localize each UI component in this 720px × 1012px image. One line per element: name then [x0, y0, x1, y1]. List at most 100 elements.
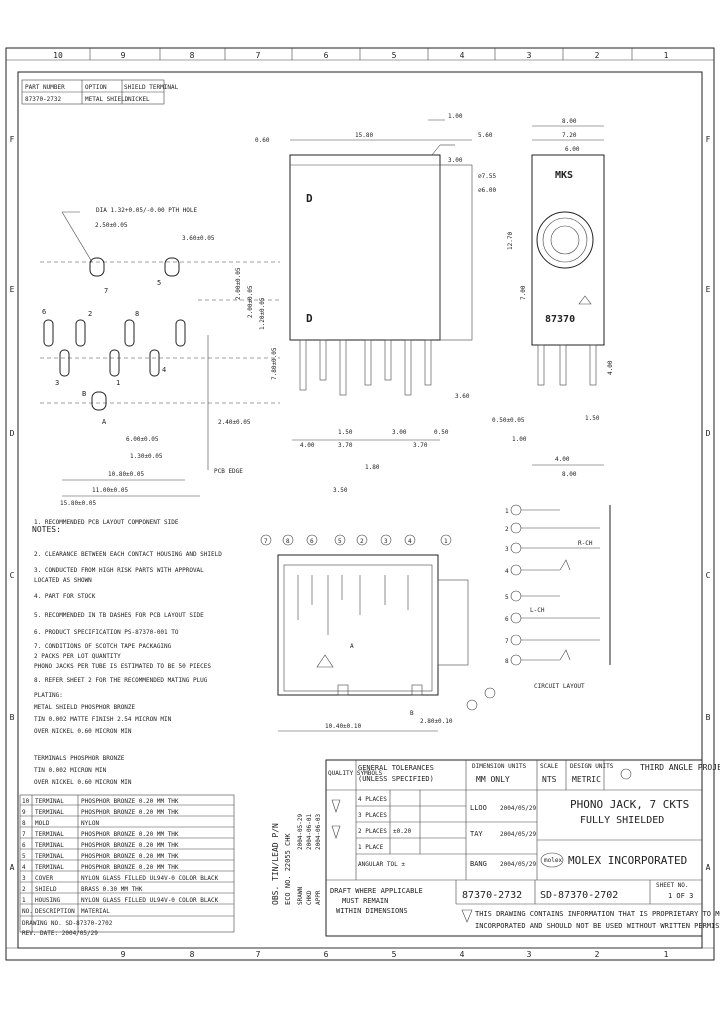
drawing-label: 2004/05/29 — [500, 831, 537, 838]
drawing-label: 2. CLEARANCE BETWEEN EACH CONTACT HOUSIN… — [34, 551, 222, 558]
drawing-label: PHOSPHOR BRONZE 0.20 MM THK — [81, 842, 179, 849]
zone-col-8: 8 — [190, 51, 195, 60]
drawing-label: 6 — [310, 538, 314, 545]
drawing-label: 2004/05/29 — [500, 861, 537, 868]
drawing-label: 2 — [360, 538, 364, 545]
pcb-dim-780: 7.80±0.05 — [271, 347, 278, 380]
drawing-label: PHOSPHOR BRONZE 0.20 MM THK — [81, 809, 179, 816]
zone-col-3: 3 — [527, 51, 532, 60]
drawing-label: MOLD — [35, 820, 50, 827]
drawing-label: 4. PART FOR STOCK — [34, 593, 96, 600]
drawing-label: OVER NICKEL 0.60 MICRON MIN — [34, 728, 132, 735]
drawing-label: WITHIN DIMENSIONS — [336, 907, 408, 915]
zone-columns-top: 10 9 8 7 6 5 4 3 2 1 — [53, 48, 669, 60]
zone-row-e-left: E — [10, 285, 15, 294]
drawing-label: NTS — [542, 775, 557, 784]
drawing-label: A — [706, 863, 711, 872]
product-title: PHONO JACK, 7 CKTS — [570, 798, 689, 811]
drawing-label: 8 — [22, 820, 26, 827]
zone-row-b-left: B — [10, 713, 15, 722]
drawing-label: DESIGN UNITS — [570, 763, 614, 770]
drawing-label: 1.80 — [365, 464, 380, 471]
option-value-shield: NICKEL — [128, 96, 150, 103]
circuit-pin-6: 6 — [505, 616, 509, 623]
pcb-pin-1: 1 — [116, 379, 120, 387]
zone-col-6: 6 — [324, 51, 329, 60]
title-block: QUALITY SYMBOLS GENERAL TOLERANCES (UNLE… — [325, 759, 720, 937]
drawing-label: 1.50 — [338, 429, 353, 436]
front-dim-dia-755: ∅7.55 — [478, 173, 496, 180]
pcb-edge-label: PCB EDGE — [214, 468, 243, 475]
drawing-label: F — [706, 135, 711, 144]
drawing-label: APPR — [315, 890, 322, 905]
drawing-label: 0.50 — [434, 429, 449, 436]
pcb-dim-120: 1.20±0.05 — [259, 297, 266, 330]
drawing-label: TIN 0.002 MICRON MIN — [34, 767, 107, 774]
drawing-label: GENERAL TOLERANCES — [358, 764, 434, 772]
drawing-label: 3 — [384, 538, 388, 545]
front-brand: MKS — [555, 170, 573, 181]
zone-col-10: 10 — [53, 51, 63, 60]
sheet-number: 1 OF 3 — [668, 892, 693, 900]
dim-15-80: 15.80 — [355, 132, 373, 139]
dim-0-60: 0.60 — [255, 137, 270, 144]
drawing-label: 4.00 — [300, 442, 315, 449]
drawing-label: D — [706, 429, 711, 438]
drawing-label: PHOSPHOR BRONZE 0.20 MM THK — [81, 798, 179, 805]
drawing-label: 8 — [190, 950, 195, 959]
front-dim-6: 6.00 — [565, 146, 580, 153]
pcb-dim-360: 3.60±0.05 — [182, 235, 215, 242]
option-header-shield: SHIELD TERMINAL — [124, 84, 179, 91]
front-dim-4b: 4.00 — [555, 456, 570, 463]
pcb-layout: DIA 1.32+0.05/-0.00 PTH HOLE 7 5 6 2 8 4… — [40, 207, 280, 507]
zone-col-2: 2 — [595, 51, 600, 60]
drawing-label: 7 — [256, 950, 261, 959]
drawing-label: 5 — [338, 538, 342, 545]
drawing-label: 1 — [664, 950, 669, 959]
dim-3-00: 3.00 — [448, 157, 463, 164]
circuit-label-rch: R-CH — [578, 540, 593, 547]
pcb-pin-2: 2 — [88, 310, 92, 318]
notes-heading: NOTES: — [32, 525, 61, 534]
zone-row-d-left: D — [10, 429, 15, 438]
front-dim-8: 8.00 — [562, 118, 577, 125]
drawing-label: PHOSPHOR BRONZE 0.20 MM THK — [81, 831, 179, 838]
drawing-label: PHOSPHOR BRONZE 0.20 MM THK — [81, 853, 179, 860]
drawing-label: 4 — [460, 950, 465, 959]
drawing-label: NO. — [22, 908, 33, 915]
bom-table: 10 TERMINAL PHOSPHOR BRONZE 0.20 MM THK … — [19, 794, 235, 937]
drawing-label: PHONO JACKS PER TUBE IS ESTIMATED TO BE … — [34, 663, 211, 670]
drawing-label: DRAFT WHERE APPLICABLE — [330, 887, 423, 895]
pcb-dim-240: 2.40±0.05 — [218, 419, 251, 426]
zone-row-c-left: C — [10, 571, 15, 580]
drawing-label: 6. PRODUCT SPECIFICATION PS-87370-001 TO — [34, 629, 179, 636]
front-dim-12-7: 12.70 — [507, 232, 514, 250]
drawing-label: HOUSING — [35, 897, 61, 904]
drawing-label: TERMINAL — [35, 853, 64, 860]
drawing-label: 3.50 — [333, 487, 348, 494]
zone-col-5: 5 — [392, 51, 397, 60]
drawing-label: SHIELD — [35, 886, 57, 893]
company-name: MOLEX INCORPORATED — [568, 854, 687, 867]
drawing-label: DRAWING NO. SD-87370-2702 — [22, 920, 113, 927]
drawing-label: 3.70 — [338, 442, 353, 449]
drawing-label: 7 — [264, 538, 268, 545]
front-dim-8b: 8.00 — [562, 471, 577, 478]
drawing-label: ±0.20 — [393, 828, 411, 835]
drawing-label: THIRD ANGLE PROJECTION — [640, 763, 720, 772]
drawing-label: 7. CONDITIONS OF SCOTCH TAPE PACKAGING — [34, 643, 172, 650]
drawing-label: REV. DATE: 2004/05/29 — [22, 930, 98, 937]
drawing-label: 2004-06-01 — [306, 813, 313, 850]
drawing-label: D — [306, 192, 313, 205]
bottom-dim-1040: 10.40±0.10 — [325, 723, 362, 730]
drawing-label: 4 — [22, 864, 26, 871]
drawing-label: 5 — [392, 950, 397, 959]
drawing-label: 1. RECOMMENDED PCB LAYOUT COMPONENT SIDE — [34, 519, 179, 526]
pcb-pin-5: 5 — [157, 279, 161, 287]
bottom-view-label-b: B — [410, 710, 414, 717]
drawing-label: 10 — [22, 798, 30, 805]
front-dim-4: 4.00 — [607, 360, 614, 375]
pcb-dim-130: 1.30±0.05 — [130, 453, 163, 460]
front-dim-7-2: 7.20 — [562, 132, 577, 139]
pcb-dim-200a: 2.00±0.05 — [235, 267, 242, 300]
